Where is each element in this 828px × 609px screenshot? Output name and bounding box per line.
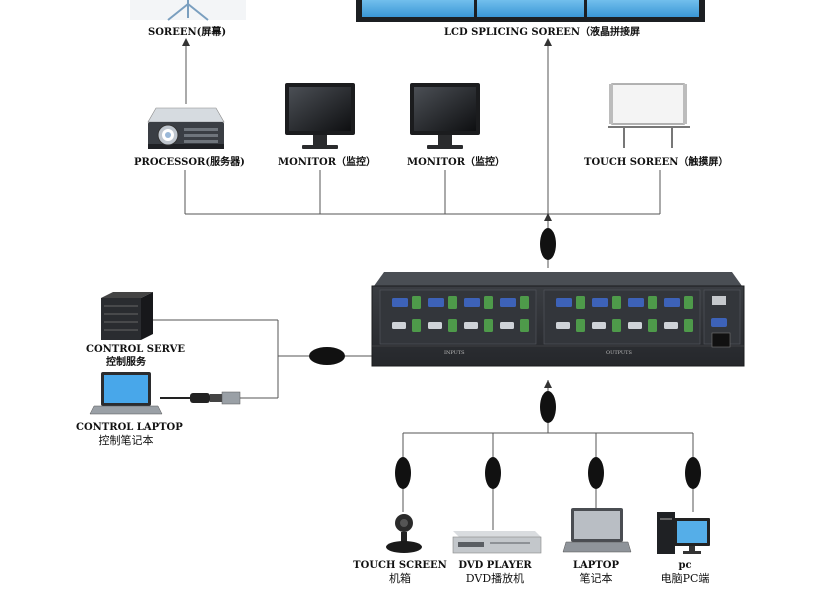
touch-screen-label-en: TOUCH SCREEN — [353, 560, 447, 571]
usb-cable-icon — [160, 391, 278, 405]
terminal-port — [648, 296, 657, 309]
hdmi-port — [464, 322, 478, 329]
dvd-player-label-en: DVD PLAYER — [458, 560, 532, 571]
matrix-ports — [392, 296, 693, 332]
terminal-port — [684, 319, 693, 332]
terminal-port — [412, 296, 421, 309]
pc-label-en: pc — [678, 560, 692, 571]
screen-label: SOREEN(屏幕) — [148, 27, 227, 38]
vga-port — [392, 298, 408, 307]
terminal-port — [576, 296, 585, 309]
terminal-port — [520, 319, 529, 332]
touch-screen-billboard-icon — [608, 83, 690, 148]
arrow-heads — [182, 38, 552, 388]
dvd-player-label: DVD PLAYER DVD播放机 — [450, 559, 540, 585]
control-serve-label-cn: 控制服务 — [106, 357, 146, 368]
control-serve-label-en: CONTROL SERVE — [86, 344, 185, 355]
hdmi-port — [428, 322, 442, 329]
monitor-1-label: MONITOR（监控） — [278, 157, 377, 168]
vga-port — [556, 298, 572, 307]
lcd-splicing-screen-icon — [356, 0, 705, 22]
monitor-2-icon — [410, 83, 480, 149]
terminal-port — [484, 319, 493, 332]
monitor-2-label: MONITOR（监控） — [407, 157, 506, 168]
pc-label-cn: 电脑PC端 — [660, 572, 710, 585]
hdmi-port — [392, 322, 406, 329]
terminal-port — [648, 319, 657, 332]
vga-port — [428, 298, 444, 307]
matrix-outputs-label: OUTPUTS — [606, 350, 632, 356]
vga-port — [464, 298, 480, 307]
hdmi-port — [500, 322, 514, 329]
laptop-icon — [562, 508, 632, 553]
laptop-label: LAPTOP 笔记本 — [560, 559, 632, 585]
dvd-player-icon — [452, 531, 542, 554]
control-laptop-label-cn: 控制笔记本 — [98, 434, 154, 447]
processor-label: PROCESSOR(服务器) — [134, 157, 245, 168]
control-serve-label: CONTROL SERVE 控制服务 — [86, 343, 185, 369]
projection-screen-icon — [130, 0, 246, 21]
terminal-port — [412, 319, 421, 332]
touch-screen-top-label: TOUCH SOREEN（触摸屏） — [584, 157, 729, 168]
vga-port — [592, 298, 608, 307]
laptop-label-en: LAPTOP — [573, 560, 619, 571]
terminal-port — [684, 296, 693, 309]
matrix-inputs-label: INPUTS — [444, 350, 465, 356]
touch-screen-webcam-icon — [386, 514, 422, 553]
terminal-port — [576, 319, 585, 332]
control-laptop-label-en: CONTROL LAPTOP — [76, 422, 183, 433]
lcd-screen-label: LCD SPLICING SOREEN（液晶拼接屏 — [444, 27, 641, 38]
terminal-port — [448, 296, 457, 309]
terminal-port — [448, 319, 457, 332]
touch-screen-label: TOUCH SCREEN 机箱 — [350, 559, 450, 585]
laptop-label-cn: 笔记本 — [579, 572, 613, 585]
processor-icon — [147, 107, 225, 149]
hdmi-port — [628, 322, 642, 329]
vga-port — [500, 298, 516, 307]
touch-screen-label-cn: 机箱 — [389, 572, 411, 585]
control-laptop-label: CONTROL LAPTOP 控制笔记本 — [76, 421, 183, 447]
terminal-port — [484, 296, 493, 309]
terminal-port — [612, 296, 621, 309]
control-laptop-icon — [89, 372, 163, 415]
hdmi-port — [592, 322, 606, 329]
hdmi-port — [664, 322, 678, 329]
vga-port — [628, 298, 644, 307]
control-server-icon — [101, 292, 153, 340]
terminal-port — [520, 296, 529, 309]
vga-port — [664, 298, 680, 307]
hdmi-port — [556, 322, 570, 329]
cable-connectors — [309, 228, 701, 489]
monitor-1-icon — [285, 83, 355, 149]
pc-icon — [657, 512, 710, 554]
pc-label: pc 电脑PC端 — [650, 559, 720, 585]
dvd-player-label-cn: DVD播放机 — [465, 572, 525, 585]
terminal-port — [612, 319, 621, 332]
